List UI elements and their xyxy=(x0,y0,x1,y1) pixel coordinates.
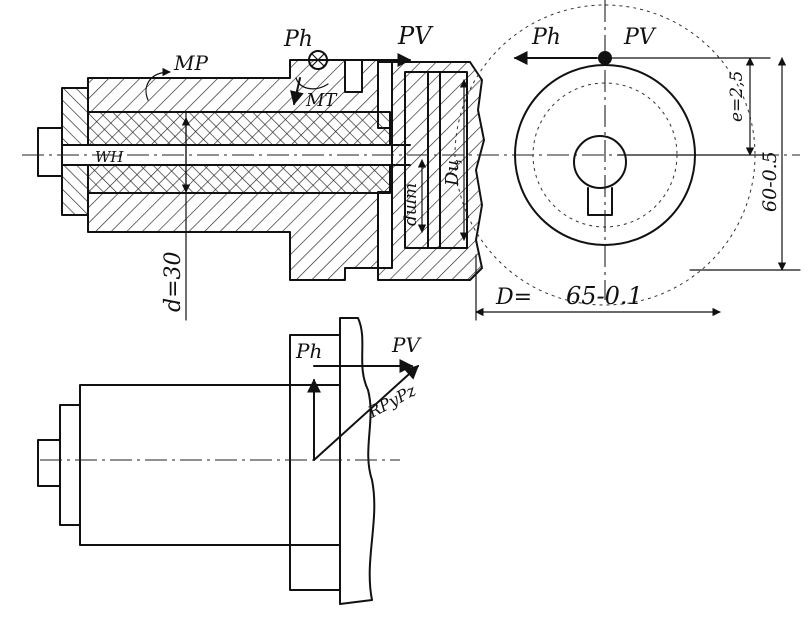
label-lower-pv: PV xyxy=(391,333,422,357)
nut xyxy=(37,127,63,177)
left-flange-lower xyxy=(61,164,89,216)
side-disc xyxy=(289,334,341,591)
side-flange xyxy=(59,404,81,526)
left-flange-upper xyxy=(61,87,89,146)
label-ph: Ph xyxy=(283,27,313,52)
label-mp: MP xyxy=(173,51,208,75)
label-circle-ph: Ph xyxy=(531,25,561,50)
shaft-circle xyxy=(573,135,627,189)
label-lower-ph: Ph xyxy=(295,339,322,363)
label-d30: d=30 xyxy=(161,251,186,312)
label-circle-pv: PV xyxy=(623,25,657,50)
side-view xyxy=(37,317,420,605)
label-mt: MT xyxy=(305,90,338,111)
key-slot xyxy=(587,187,613,216)
side-body xyxy=(79,384,291,546)
label-e: e=2,5 xyxy=(727,71,747,122)
label-pv: PV xyxy=(397,22,434,50)
label-60: 60-0.5 xyxy=(759,151,781,212)
resultant-arrow xyxy=(313,365,420,461)
force-cross-icon-b xyxy=(311,53,325,67)
side-nut xyxy=(37,439,61,487)
section-view xyxy=(22,50,800,321)
label-dq: Dц xyxy=(442,159,463,187)
label-dsht: dшт xyxy=(401,183,421,226)
label-resultant: RPyPz xyxy=(364,381,419,422)
mt-arrow xyxy=(290,77,304,106)
bushing-lower xyxy=(87,164,391,194)
end-view xyxy=(454,0,801,321)
mt-moment-arc xyxy=(295,77,329,90)
bushing-upper xyxy=(87,111,391,146)
label-D-val: 65-0.1 xyxy=(566,282,643,310)
label-wh: WH xyxy=(95,148,124,166)
labels: MP Ph PV MT WH Dц dшт d=30 Ph PV e=2,5 6… xyxy=(95,22,781,422)
label-D-sym: D= xyxy=(495,285,532,310)
side-break-outline xyxy=(339,317,376,605)
mp-moment-arrow xyxy=(145,67,171,101)
